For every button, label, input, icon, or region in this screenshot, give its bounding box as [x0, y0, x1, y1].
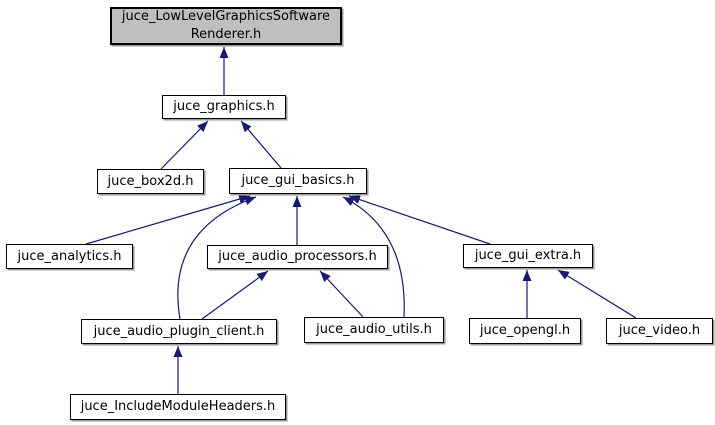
edge-juce_gui_basics-h-includes-juce_graphics-h: [240, 120, 282, 169]
graph-node-label: juce_analytics.h: [17, 248, 122, 264]
graph-node-label: juce_audio_processors.h: [218, 249, 377, 264]
graph-node-juce_video-h[interactable]: juce_video.h: [606, 318, 713, 344]
graph-node-label: juce_gui_extra.h: [474, 248, 582, 263]
graph-node-label: juce_video.h: [618, 323, 701, 338]
edge-juce_analytics-h-includes-juce_gui_basics-h: [85, 194, 251, 245]
graph-node-label: juce_gui_basics.h: [241, 173, 355, 188]
edge-juce_audio_plugin_client-h-includes-juce_gui_basics-h: [177, 196, 257, 320]
edge-juce_audio_plugin_client-h-includes-juce_audio_processors-h: [201, 270, 269, 320]
graph-node-juce_gui_basics-h[interactable]: juce_gui_basics.h: [229, 168, 367, 194]
graph-node-label: juce_opengl.h: [479, 323, 571, 338]
graph-node-juce_gui_extra-h[interactable]: juce_gui_extra.h: [463, 244, 593, 268]
graph-node-label: juce_LowLevelGraphicsSoftware Renderer.h: [121, 9, 331, 42]
graph-node-juce_audio_processors-h[interactable]: juce_audio_processors.h: [207, 245, 388, 269]
graph-node-juce_audio_utils-h[interactable]: juce_audio_utils.h: [304, 317, 444, 343]
edge-juce_audio_utils-h-includes-juce_gui_basics-h: [342, 196, 405, 318]
graph-node-juce_analytics-h[interactable]: juce_analytics.h: [6, 244, 133, 269]
graph-node-label: juce_IncludeModuleHeaders.h: [80, 399, 276, 414]
graph-node-juce_audio_plugin_client-h[interactable]: juce_audio_plugin_client.h: [81, 319, 277, 344]
edge-juce_audio_utils-h-includes-juce_audio_processors-h: [319, 270, 364, 318]
edge-juce_gui_extra-h-includes-juce_gui_basics-h: [348, 195, 491, 245]
edges-group: [85, 47, 637, 394]
graph-node-juce_opengl-h[interactable]: juce_opengl.h: [469, 318, 581, 344]
graph-node-label: juce_graphics.h: [173, 99, 275, 114]
graph-node-juce_box2d-h[interactable]: juce_box2d.h: [97, 169, 204, 194]
graph-node-juce_LowLevelGraphicsSoftwareRenderer-h[interactable]: juce_LowLevelGraphicsSoftware Renderer.h: [110, 7, 342, 45]
graph-node-juce_IncludeModuleHeaders-h[interactable]: juce_IncludeModuleHeaders.h: [70, 394, 286, 420]
graph-node-label: juce_audio_plugin_client.h: [93, 323, 265, 339]
graph-node-label: juce_audio_utils.h: [316, 322, 432, 337]
edge-juce_box2d-h-includes-juce_graphics-h: [160, 120, 209, 170]
graph-node-juce_graphics-h[interactable]: juce_graphics.h: [162, 95, 286, 119]
graph-node-label: juce_box2d.h: [107, 173, 194, 189]
edge-juce_video-h-includes-juce_gui_extra-h: [557, 269, 637, 319]
